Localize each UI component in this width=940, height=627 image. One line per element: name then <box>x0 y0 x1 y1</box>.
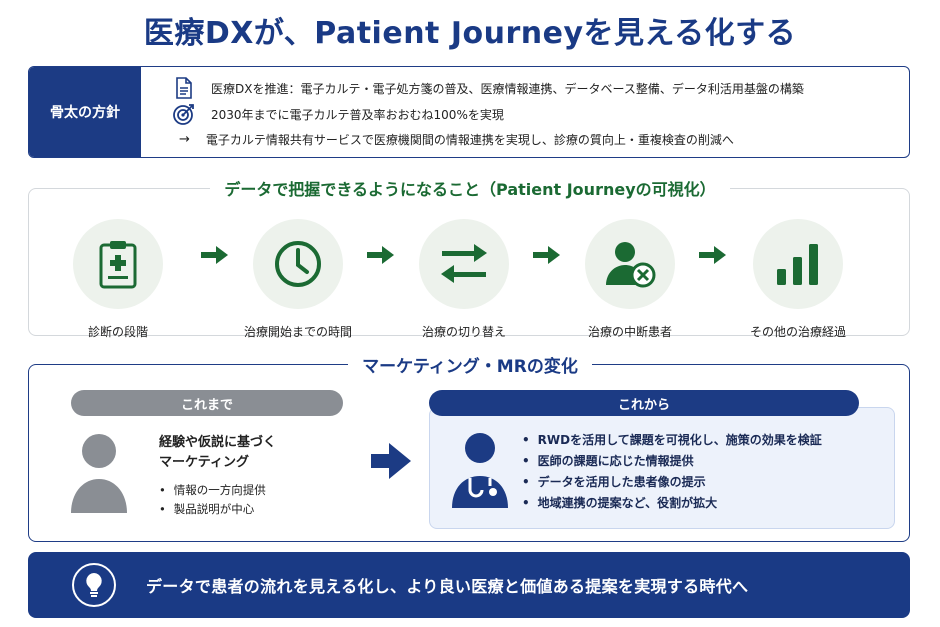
bar-chart-icon <box>753 219 843 309</box>
right-arrow-icon: → <box>179 132 190 147</box>
arrow-icon <box>367 246 394 264</box>
policy-box: 骨太の方針 医療DXを推進：電子カルテ・電子処方箋の普及、医療情報連携、データベ… <box>28 66 910 158</box>
list-item: 地域連携の提案など、役割が拡大 <box>522 493 822 514</box>
person-icon <box>71 434 127 513</box>
policy-row-3: → 電子カルテ情報共有サービスで医療機関間の情報連携を実現し、診療の質向上・重複… <box>179 131 734 148</box>
arrow-icon <box>533 246 560 264</box>
journey-box: 診断の段階 治療開始までの時間 治療の切り替え 治療の中断患者 その他の治療経過 <box>28 188 910 339</box>
clock-icon <box>253 219 343 309</box>
doctor-icon <box>452 433 508 508</box>
journey-label: その他の治療経過 <box>749 325 846 339</box>
before-heading: 経験や仮説に基づく マーケティング <box>159 435 277 470</box>
journey-item-switch: 治療の切り替え <box>399 219 529 340</box>
after-list: RWDを活用して課題を可視化し、施策の効果を検証 医師の課題に応じた情報提供 デ… <box>522 430 822 514</box>
clipboard-icon <box>73 219 163 309</box>
journey-label: 治療開始までの時間 <box>243 325 352 339</box>
footer-text: データで患者の流れを見える化し、より良い医療と価値ある提案を実現する時代へ <box>146 577 749 596</box>
journey-heading: データで把握できるようになること（Patient Journeyの可視化） <box>0 176 940 200</box>
before-list: 情報の一方向提供 製品説明が中心 <box>159 481 266 519</box>
journey-label: 診断の段階 <box>87 325 148 339</box>
policy-row-2-text: 2030年までに電子カルテ普及率おおむね100%を実現 <box>211 107 504 122</box>
before-pill: これまで <box>71 390 343 416</box>
after-pill: これから <box>429 390 859 416</box>
journey-label: 治療の中断患者 <box>587 325 672 339</box>
list-item: 医師の課題に応じた情報提供 <box>522 451 822 472</box>
journey-label: 治療の切り替え <box>421 325 506 339</box>
arrow-icon <box>201 246 228 264</box>
list-item: データを活用した患者像の提示 <box>522 472 822 493</box>
policy-row-1: 医療DXを推進：電子カルテ・電子処方箋の普及、医療情報連携、データベース整備、デ… <box>171 77 804 99</box>
list-item: RWDを活用して課題を可視化し、施策の効果を検証 <box>522 430 822 451</box>
list-item: 情報の一方向提供 <box>159 481 266 500</box>
mr-heading: マーケティング・MRの変化 <box>0 352 940 377</box>
swap-icon <box>419 219 509 309</box>
mr-box: これまで 経験や仮説に基づく マーケティング 情報の一方向提供 製品説明が中心 … <box>28 364 910 542</box>
list-item: 製品説明が中心 <box>159 500 266 519</box>
policy-row-2: 2030年までに電子カルテ普及率おおむね100%を実現 <box>171 103 504 125</box>
after-panel: RWDを活用して課題を可視化し、施策の効果を検証 医師の課題に応じた情報提供 デ… <box>429 407 895 529</box>
patient-stop-icon <box>585 219 675 309</box>
journey-item-diagnosis: 診断の段階 <box>53 219 183 340</box>
page-title: 医療DXが、Patient Journeyを見える化する <box>143 16 797 51</box>
journey-item-other: その他の治療経過 <box>733 219 863 340</box>
journey-item-discontinued: 治療の中断患者 <box>565 219 695 340</box>
policy-row-3-text: 電子カルテ情報共有サービスで医療機関間の情報連携を実現し、診療の質向上・重複検査… <box>205 133 734 147</box>
document-icon <box>171 77 197 99</box>
target-icon <box>171 103 197 125</box>
policy-row-1-text: 医療DXを推進：電子カルテ・電子処方箋の普及、医療情報連携、データベース整備、デ… <box>211 81 804 96</box>
policy-label: 骨太の方針 <box>29 67 141 157</box>
lightbulb-icon <box>72 563 116 607</box>
arrow-right-icon <box>371 443 411 479</box>
journey-item-time: 治療開始までの時間 <box>233 219 363 340</box>
footer-banner: データで患者の流れを見える化し、より良い医療と価値ある提案を実現する時代へ <box>28 552 910 618</box>
arrow-icon <box>699 246 726 264</box>
